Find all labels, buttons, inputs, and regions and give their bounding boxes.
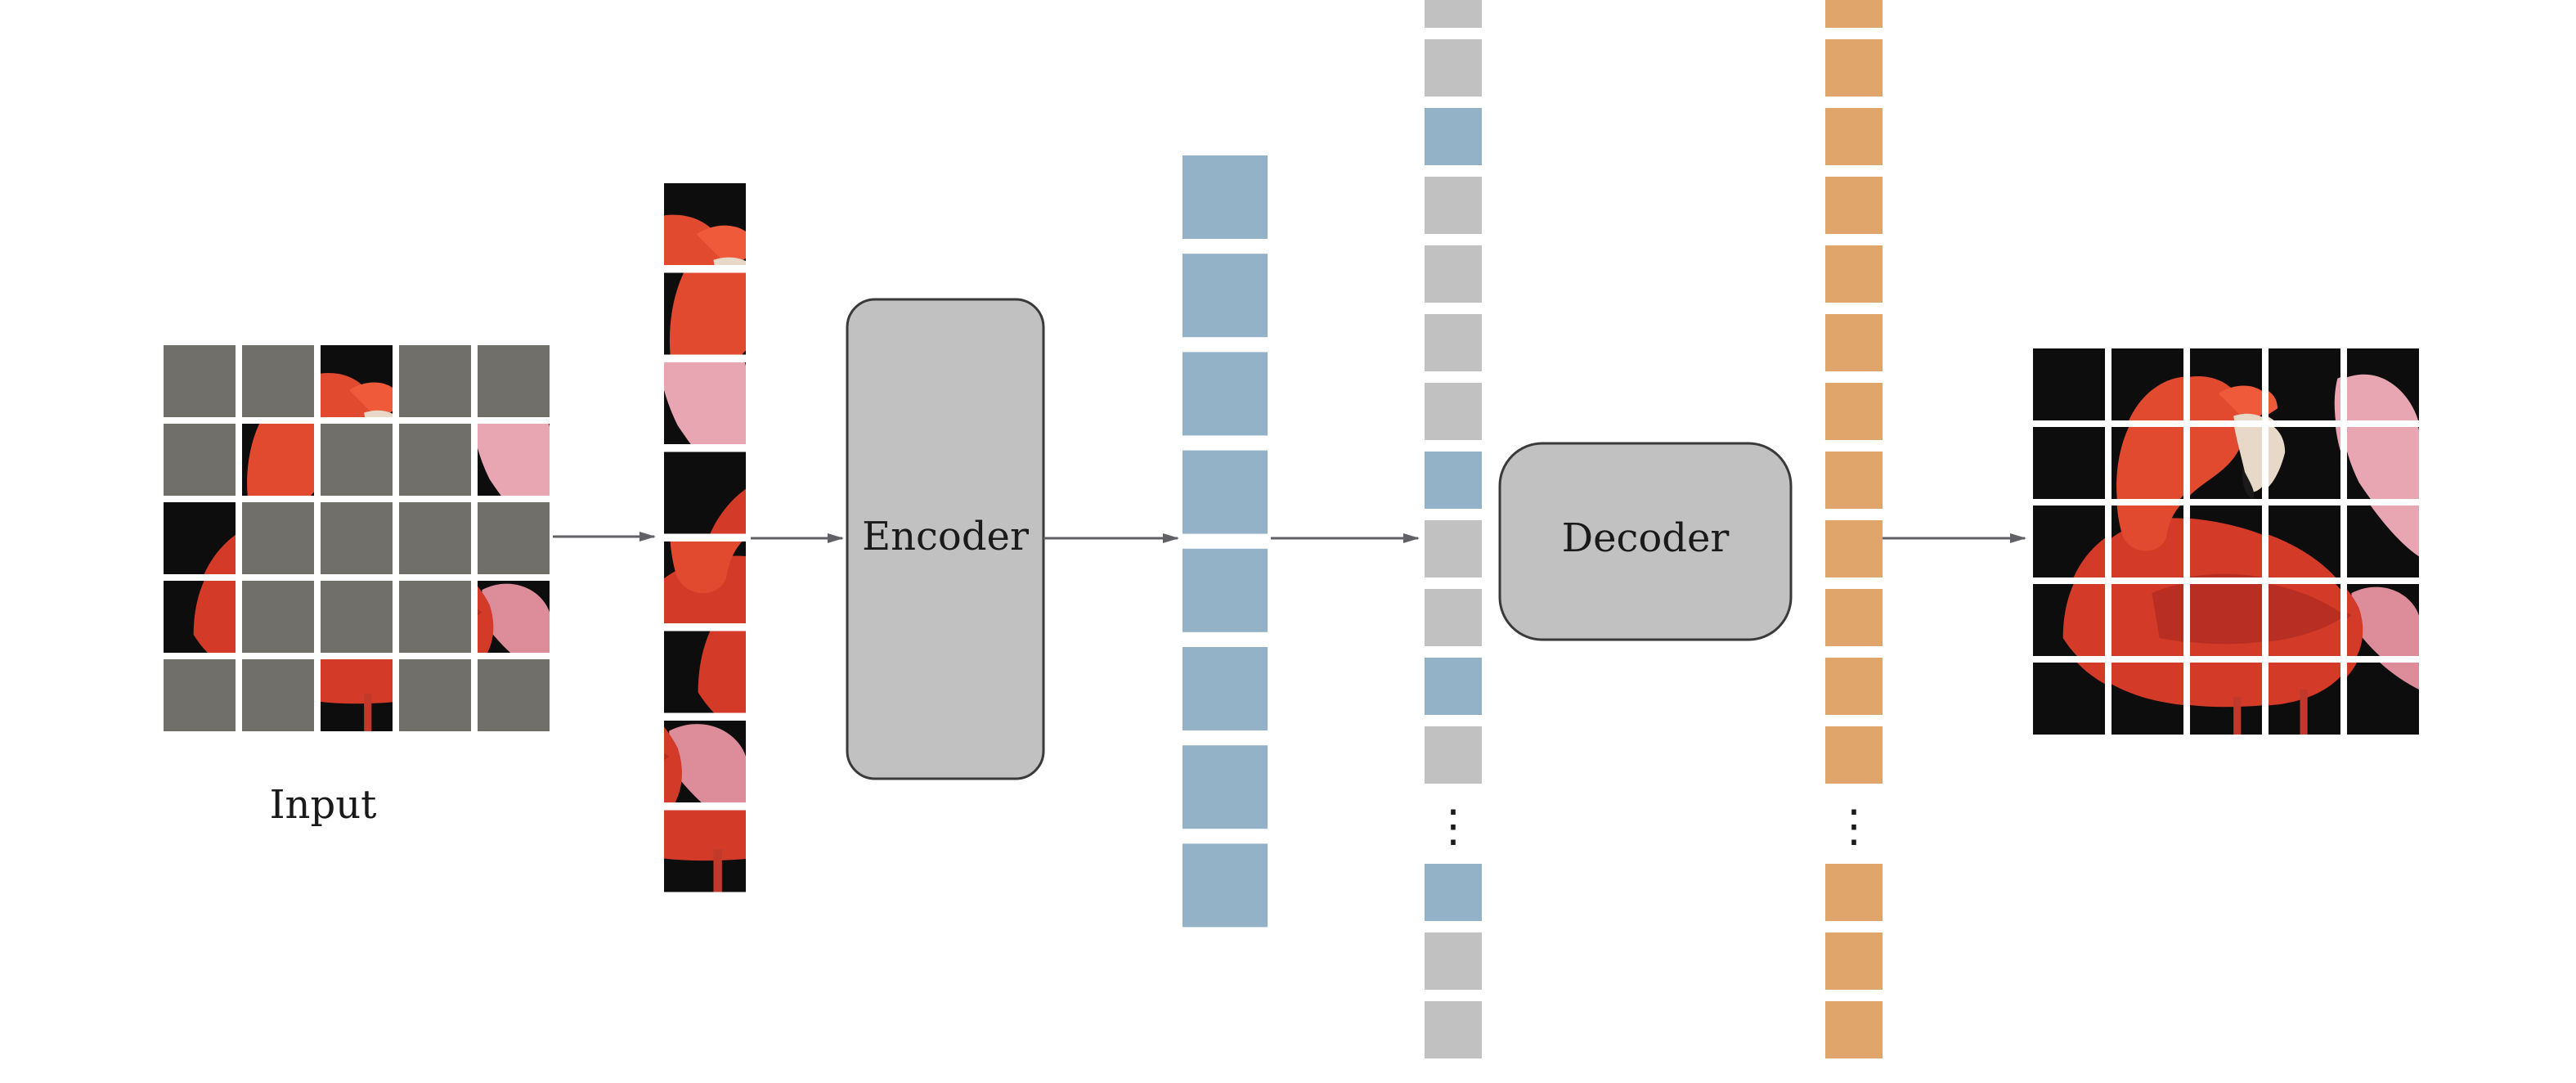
input-masked-patch xyxy=(478,659,550,731)
decoded-token xyxy=(1825,452,1883,509)
input-masked-patch xyxy=(242,659,314,731)
encoded-token xyxy=(1183,548,1268,632)
input-masked-patch xyxy=(164,659,236,731)
sequence-mask-token xyxy=(1425,177,1482,234)
input-masked-patch xyxy=(399,424,471,496)
input-masked-patch xyxy=(399,345,471,417)
decoded-token xyxy=(1825,1001,1883,1058)
input-masked-patch xyxy=(242,581,314,653)
sequence-ellipsis: ⋮ xyxy=(1431,800,1475,852)
encoded-token xyxy=(1183,843,1268,928)
decoded-token xyxy=(1825,383,1883,440)
sequence-mask-token xyxy=(1425,520,1482,577)
sequence-encoded-token xyxy=(1425,864,1482,921)
input-masked-patch xyxy=(321,581,393,653)
sequence-mask-token xyxy=(1425,314,1482,371)
sequence-mask-token xyxy=(1425,0,1482,28)
full-token-sequence: ⋮ xyxy=(1425,0,1482,1058)
decoder-label: Decoder xyxy=(1562,515,1730,561)
input-masked-patch xyxy=(321,502,393,574)
input-masked-patch xyxy=(321,424,393,496)
decoded-token xyxy=(1825,520,1883,577)
input-masked-patch xyxy=(478,345,550,417)
decoded-ellipsis: ⋮ xyxy=(1832,800,1876,852)
decoded-token xyxy=(1825,658,1883,715)
sequence-mask-token xyxy=(1425,589,1482,646)
sequence-encoded-token xyxy=(1425,108,1482,165)
sequence-mask-token xyxy=(1425,932,1482,990)
decoded-token xyxy=(1825,0,1883,28)
input-masked-patch xyxy=(399,659,471,731)
sequence-encoded-token xyxy=(1425,452,1482,509)
decoded-token xyxy=(1825,314,1883,371)
encoded-token xyxy=(1183,155,1268,239)
sequence-mask-token xyxy=(1425,39,1482,97)
sequence-mask-token xyxy=(1425,383,1482,440)
input-label: Input xyxy=(270,782,377,828)
sequence-mask-token xyxy=(1425,1001,1482,1058)
sequence-mask-token xyxy=(1425,245,1482,303)
encoded-token xyxy=(1183,450,1268,534)
encoded-token-column xyxy=(1183,155,1268,928)
input-masked-patch xyxy=(242,345,314,417)
sequence-mask-token xyxy=(1425,726,1482,784)
decoded-token xyxy=(1825,864,1883,921)
decoded-token xyxy=(1825,108,1883,165)
input-masked-patch xyxy=(242,502,314,574)
decoded-token xyxy=(1825,726,1883,784)
decoded-token xyxy=(1825,177,1883,234)
input-masked-patch xyxy=(399,502,471,574)
decoded-token xyxy=(1825,589,1883,646)
reconstructed-image-grid xyxy=(2033,348,2419,735)
decoded-token xyxy=(1825,245,1883,303)
decoder-block xyxy=(1498,442,1793,641)
encoder-label: Encoder xyxy=(862,514,1029,559)
encoded-token xyxy=(1183,254,1268,338)
input-masked-patch xyxy=(164,345,236,417)
decoded-token-column: ⋮ xyxy=(1825,0,1883,1058)
input-masked-patch xyxy=(478,502,550,574)
encoded-token xyxy=(1183,745,1268,829)
decoded-token xyxy=(1825,39,1883,97)
input-patch-grid xyxy=(164,345,550,731)
input-masked-patch xyxy=(399,581,471,653)
input-masked-patch xyxy=(164,424,236,496)
decoded-token xyxy=(1825,932,1883,990)
encoded-token xyxy=(1183,647,1268,730)
encoded-token xyxy=(1183,352,1268,436)
sequence-encoded-token xyxy=(1425,658,1482,715)
